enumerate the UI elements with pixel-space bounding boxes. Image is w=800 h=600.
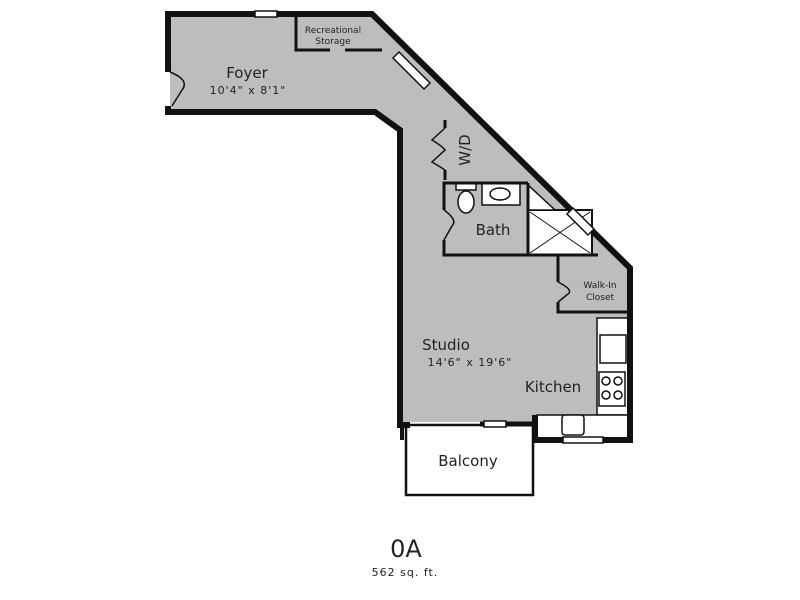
bath-label: Bath <box>476 221 511 239</box>
washer-dryer-label: W/D <box>456 134 474 165</box>
closet-label: Walk-In <box>583 281 616 291</box>
toilet <box>457 190 475 214</box>
foyer-dimensions: 10'4" x 8'1" <box>210 84 287 97</box>
storage-label: Recreational <box>305 26 361 36</box>
doors <box>169 71 571 303</box>
storage-label-2: Storage <box>315 37 351 47</box>
studio-label: Studio <box>422 336 470 354</box>
unit-area: 562 sq. ft. <box>372 566 439 579</box>
balcony <box>404 423 535 497</box>
closet-label-2: Closet <box>586 293 615 303</box>
foyer-label: Foyer <box>226 64 268 82</box>
studio-dimensions: 14'6" x 19'6" <box>428 356 513 369</box>
balcony-label: Balcony <box>438 452 498 470</box>
unit-name: 0A <box>390 535 422 563</box>
kitchen-sink <box>561 414 585 436</box>
windows <box>254 10 604 444</box>
stove <box>598 371 626 407</box>
floor-area <box>170 16 628 422</box>
kitchen-label: Kitchen <box>525 378 581 396</box>
